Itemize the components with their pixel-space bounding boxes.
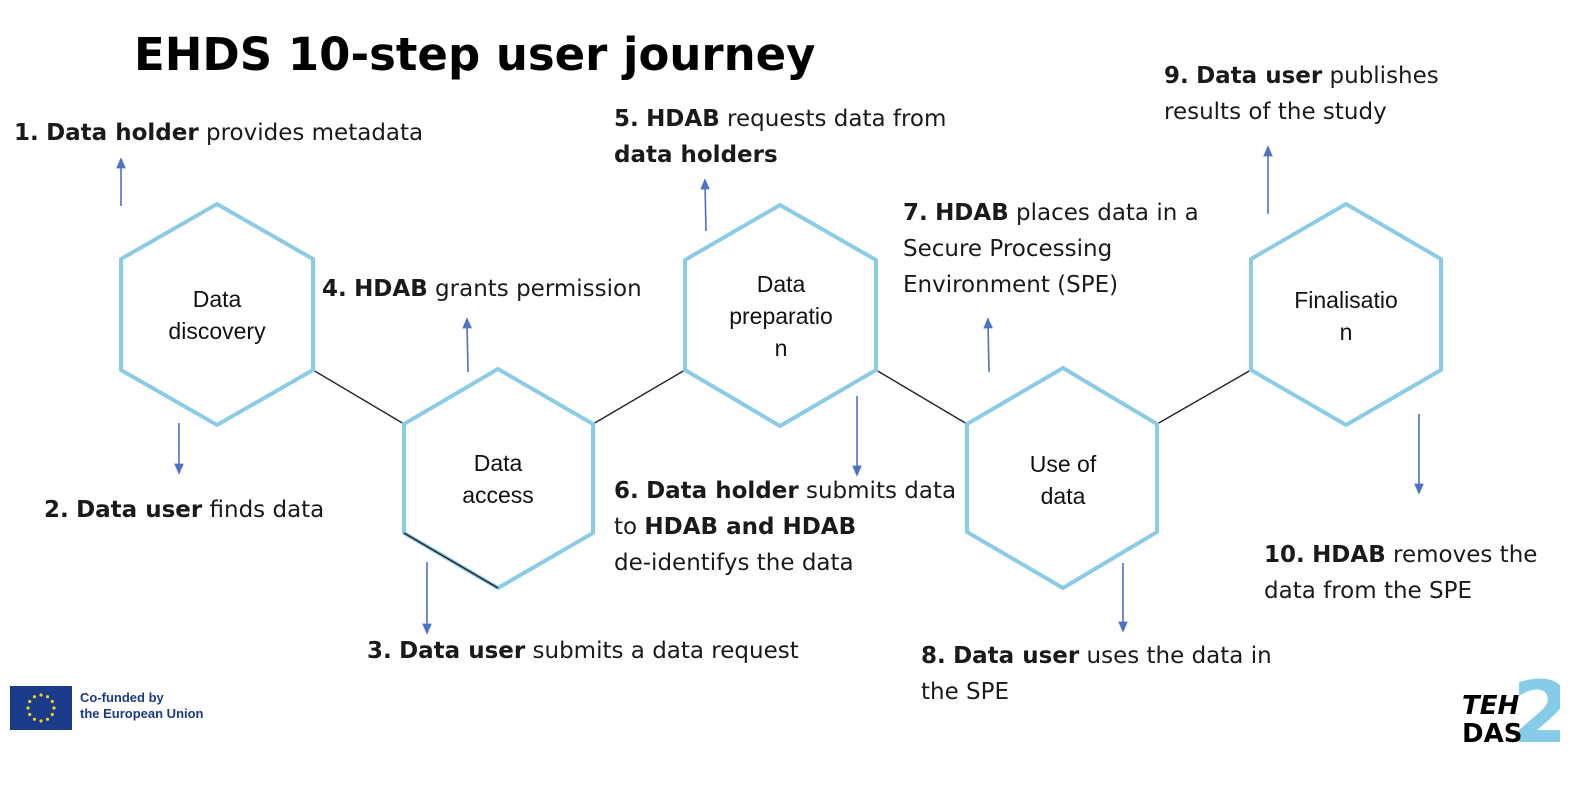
hex-line: Finalisatio bbox=[1294, 287, 1398, 313]
hex-line: Data bbox=[192, 286, 242, 312]
connector-2-3 bbox=[592, 369, 686, 425]
connector-4-5 bbox=[1156, 369, 1252, 425]
svg-text:TEH: TEH bbox=[1462, 691, 1519, 721]
hexagon-label-discovery: Data discovery bbox=[137, 283, 297, 347]
hex-line: Data bbox=[473, 450, 523, 476]
step-2-text: 2. Data user finds data bbox=[44, 497, 325, 523]
step-5-text: 5. HDAB requests data from data holders bbox=[614, 106, 947, 168]
tehdas2-logo: 2 TEH DAS bbox=[1462, 672, 1560, 748]
hex-line: data bbox=[1040, 483, 1086, 509]
hexagon-discovery bbox=[119, 201, 315, 428]
hexagon-preparation bbox=[683, 202, 878, 429]
hexagon-use bbox=[965, 365, 1159, 591]
svg-text:DAS: DAS bbox=[1462, 719, 1522, 748]
hex-line: n bbox=[774, 335, 788, 361]
hex-line: discovery bbox=[168, 318, 266, 344]
hexagon-label-preparation: Data preparatio n bbox=[701, 268, 861, 364]
step-1-text: 1. Data holder provides metadata bbox=[14, 120, 424, 146]
hex-line: Use of bbox=[1029, 451, 1097, 477]
eu-cofunded-text: Co-funded by the European Union bbox=[80, 690, 204, 722]
eu-text-line: the European Union bbox=[80, 706, 204, 721]
connector-1-2 bbox=[312, 369, 405, 425]
hexagon-access-edge bbox=[403, 532, 499, 589]
step-arrows bbox=[116, 145, 1424, 635]
page-title: EHDS 10-step user journey bbox=[134, 28, 816, 81]
hexagon-label-use: Use of data bbox=[983, 448, 1143, 512]
step-7-text: 7. HDAB places data in a Secure Processi… bbox=[903, 200, 1199, 298]
eu-text-line: Co-funded by bbox=[80, 690, 164, 705]
arrow-step-7 bbox=[983, 317, 993, 373]
hexagon-label-finalisation: Finalisatio n bbox=[1266, 284, 1426, 348]
arrow-step-4 bbox=[462, 317, 472, 373]
step-9-text: 9. Data user publishes results of the st… bbox=[1164, 63, 1439, 125]
hex-line: access bbox=[462, 482, 534, 508]
hexagon-finalisation bbox=[1249, 201, 1443, 428]
phase-hexagons bbox=[119, 201, 1443, 591]
hex-line: n bbox=[1339, 319, 1353, 345]
step-10-text: 10. HDAB removes the data from the SPE bbox=[1264, 542, 1538, 604]
connector-lines bbox=[312, 369, 1252, 425]
step-4-text: 4. HDAB grants permission bbox=[322, 276, 642, 302]
connector-3-4 bbox=[875, 369, 968, 425]
hex-line: Data bbox=[756, 271, 806, 297]
hex-line: preparatio bbox=[729, 303, 833, 329]
arrow-step-5 bbox=[700, 178, 710, 232]
step-6-text: 6. Data holder submits data to HDAB and … bbox=[614, 478, 957, 576]
eu-flag-icon bbox=[10, 686, 72, 730]
step-3-text: 3. Data user submits a data request bbox=[367, 638, 799, 664]
hexagon-label-access: Data access bbox=[418, 447, 578, 511]
svg-text:2: 2 bbox=[1512, 672, 1560, 748]
step-8-text: 8. Data user uses the data in the SPE bbox=[921, 643, 1272, 705]
